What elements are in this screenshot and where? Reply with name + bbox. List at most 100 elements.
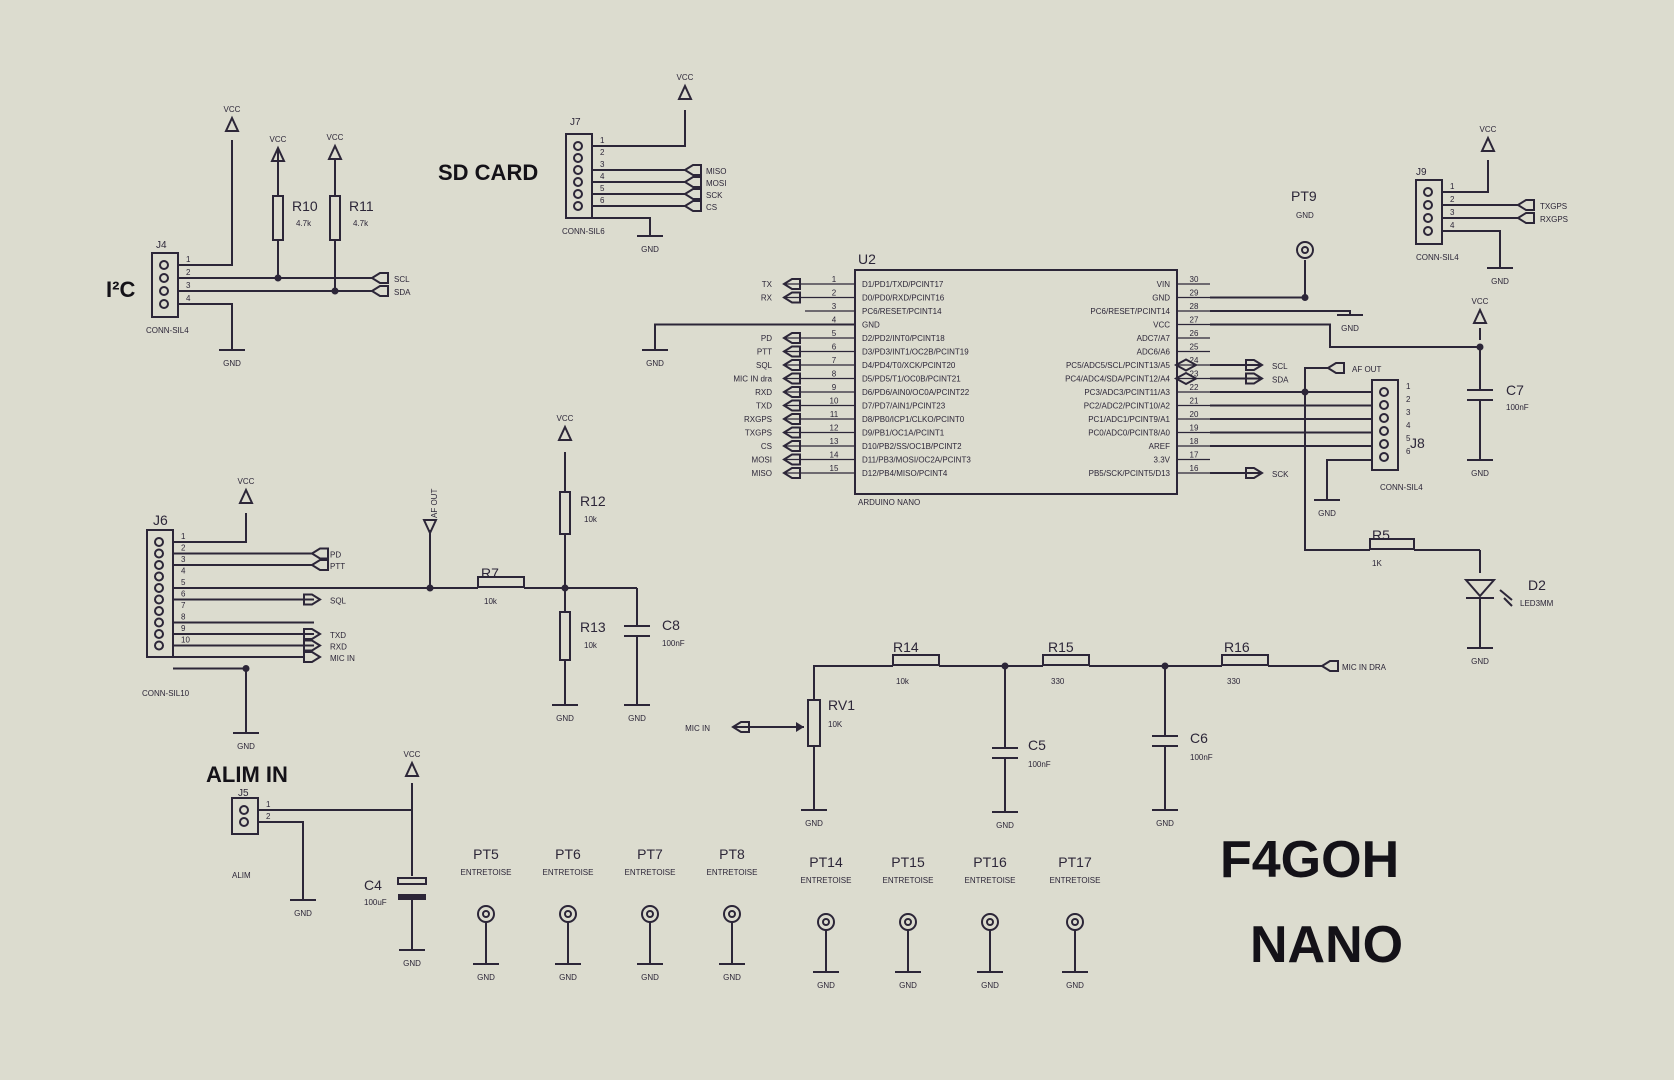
net-port-icon bbox=[303, 639, 322, 652]
value-pt9: GND bbox=[1296, 211, 1314, 220]
net-port-icon bbox=[1245, 467, 1264, 479]
pin-number: 9 bbox=[181, 624, 186, 633]
net-port-icon bbox=[683, 164, 702, 176]
connector-pin-icon bbox=[1379, 387, 1389, 397]
test-point-inner-icon bbox=[482, 910, 490, 918]
u2-right-pin-name: VIN bbox=[1157, 280, 1171, 289]
net-scl: SCL bbox=[394, 275, 410, 284]
net-port-icon bbox=[782, 359, 801, 371]
ref-testpoint: PT16 bbox=[973, 854, 1007, 870]
net-txgps: TXGPS bbox=[1540, 202, 1567, 211]
gnd-label: GND bbox=[996, 821, 1014, 830]
net-port-icon bbox=[683, 188, 702, 200]
u2-left-pin-number: 12 bbox=[830, 424, 839, 433]
value-j4: CONN-SIL4 bbox=[146, 326, 189, 335]
pin-number: 3 bbox=[1450, 208, 1455, 217]
value-testpoint: ENTRETOISE bbox=[625, 868, 676, 877]
u2-right-pin-number: 24 bbox=[1190, 356, 1199, 365]
connector-pin-icon bbox=[573, 189, 583, 199]
wire bbox=[1442, 160, 1489, 193]
heading-i2c: I²C bbox=[106, 277, 135, 302]
vcc-label: VCC bbox=[557, 414, 574, 423]
ref-testpoint: PT17 bbox=[1058, 854, 1092, 870]
net-ptt: PTT bbox=[330, 562, 345, 571]
u2-right-pin-name: ADC7/A7 bbox=[1137, 334, 1171, 343]
u2-left-pin-number: 13 bbox=[830, 437, 839, 446]
u2-right-pin-number: 21 bbox=[1190, 397, 1199, 406]
connector-j8 bbox=[1371, 379, 1399, 471]
pin-number: 1 bbox=[181, 532, 186, 541]
u2-net-label: PD bbox=[761, 334, 772, 343]
ref-r13: R13 bbox=[580, 619, 606, 635]
value-j8: CONN-SIL4 bbox=[1380, 483, 1423, 492]
junction-dot bbox=[274, 274, 282, 282]
vcc-arrow-icon bbox=[557, 424, 573, 441]
u2-left-pin-number: 11 bbox=[830, 410, 839, 419]
net-port-icon bbox=[1245, 359, 1264, 371]
ref-d2: D2 bbox=[1528, 577, 1546, 593]
test-point-inner-icon bbox=[822, 918, 830, 926]
ref-testpoint: PT8 bbox=[719, 846, 745, 862]
connector-pin-icon bbox=[1379, 426, 1389, 436]
u2-right-pin-number: 18 bbox=[1190, 437, 1199, 446]
connector-pin-icon bbox=[159, 299, 169, 309]
pin-number: 1 bbox=[266, 800, 271, 809]
pin-number: 3 bbox=[1406, 408, 1411, 417]
net-sql: SQL bbox=[330, 597, 347, 606]
test-point-inner-icon bbox=[646, 910, 654, 918]
net-port-icon bbox=[1516, 212, 1535, 224]
net-port-icon bbox=[782, 372, 801, 385]
u2-right-pin-number: 17 bbox=[1190, 451, 1199, 460]
u2-left-pin-name: D11/PB3/MOSI/OC2A/PCINT3 bbox=[862, 456, 971, 465]
resistor-body bbox=[892, 654, 940, 666]
pin-number: 3 bbox=[181, 555, 186, 564]
u2-left-pin-name: D1/PD1/TXD/PCINT17 bbox=[862, 280, 944, 289]
test-point-inner-icon bbox=[1301, 246, 1309, 254]
net-port-icon bbox=[782, 332, 801, 344]
gnd-label: GND bbox=[646, 359, 664, 368]
vcc-arrow-icon bbox=[270, 145, 286, 162]
u2-left-pin-name: D0/PD0/RXD/PCINT16 bbox=[862, 294, 945, 303]
pin-number: 6 bbox=[1406, 447, 1411, 456]
ref-testpoint: PT5 bbox=[473, 846, 499, 862]
value-rv1: 10K bbox=[828, 720, 843, 729]
u2-left-pin-name: D10/PB2/SS/OC1B/PCINT2 bbox=[862, 442, 962, 451]
connector-pin-icon bbox=[1423, 200, 1433, 210]
u2-right-pin-number: 16 bbox=[1190, 464, 1199, 473]
net-port-icon bbox=[683, 176, 702, 188]
net-port-icon bbox=[1245, 372, 1264, 385]
pin-number: 5 bbox=[1406, 434, 1411, 443]
wire bbox=[178, 140, 233, 266]
connector-pin-icon bbox=[1379, 439, 1389, 449]
u2-left-pin-name: D3/PD3/INT1/OC2B/PCINT19 bbox=[862, 348, 969, 357]
test-point-pt-icon bbox=[559, 905, 577, 923]
vcc-label: VCC bbox=[1480, 125, 1497, 134]
gnd-label: GND bbox=[723, 973, 741, 982]
potentiometer-rv1 bbox=[807, 699, 821, 747]
connector-j5 bbox=[231, 797, 259, 835]
value-r15: 330 bbox=[1051, 677, 1065, 686]
connector-pin-icon bbox=[239, 805, 249, 815]
u2-right-pin-number: 28 bbox=[1190, 302, 1199, 311]
net-rxd: RXD bbox=[330, 643, 347, 652]
u2-right-pin-name: PC6/RESET/PCINT14 bbox=[1090, 307, 1170, 316]
value-j7: CONN-SIL6 bbox=[562, 227, 605, 236]
pin-number: 1 bbox=[1406, 382, 1411, 391]
connector-pin-icon bbox=[573, 141, 583, 151]
value-testpoint: ENTRETOISE bbox=[965, 876, 1016, 885]
u2-right-pin-name: PC5/ADC5/SCL/PCINT13/A5 bbox=[1066, 361, 1171, 370]
value-r14: 10k bbox=[896, 677, 910, 686]
u2-right-pin-number: 30 bbox=[1190, 275, 1199, 284]
u2-net-label: RX bbox=[761, 294, 773, 303]
net-port-icon bbox=[782, 345, 801, 358]
ref-pt9: PT9 bbox=[1291, 188, 1317, 204]
u2-left-pin-number: 9 bbox=[832, 383, 837, 392]
connector-pin-icon bbox=[1379, 452, 1389, 462]
u2-right-pin-number: 27 bbox=[1190, 316, 1199, 325]
net-mic-in: MIC IN bbox=[685, 724, 710, 733]
net-port-icon bbox=[1320, 660, 1339, 672]
value-d2: LED3MM bbox=[1520, 599, 1554, 608]
net-port-icon bbox=[782, 386, 801, 398]
test-point-pt-icon bbox=[981, 913, 999, 931]
pin-number: 1 bbox=[1450, 182, 1455, 191]
